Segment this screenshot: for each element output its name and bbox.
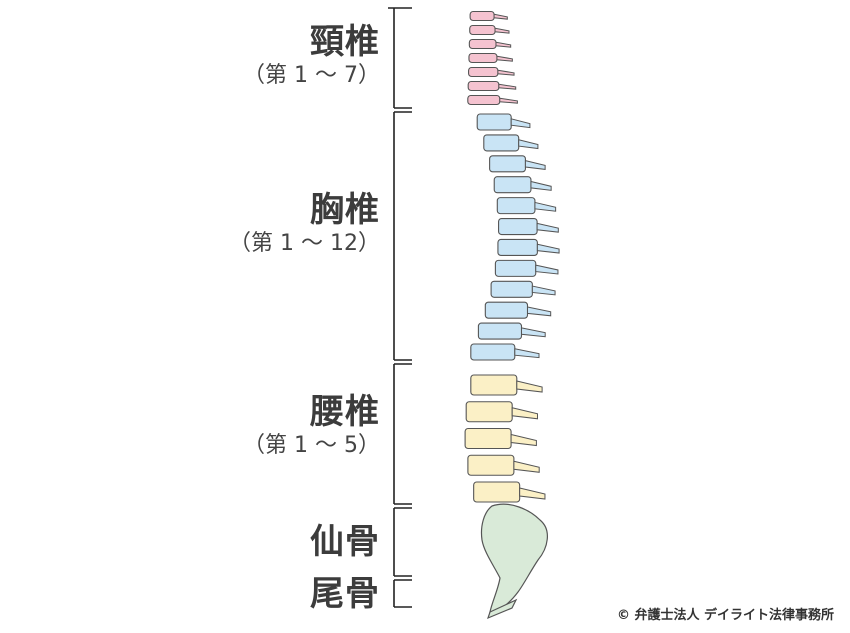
lumbar-vertebra-process-4 [513,460,540,473]
cervical-range: （第 1 〜 7） [243,63,380,88]
thoracic-name: 胸椎 [310,190,380,230]
coccyx-shape [487,598,518,620]
cervical-label: 頸椎 （第 1 〜 7） [243,22,380,90]
cervical-vertebra-process-5 [497,69,515,76]
thoracic-range: （第 1 〜 12） [229,231,380,256]
cervical-vertebra-6 [467,80,500,92]
bracket-thoracic [393,111,412,361]
lumbar-vertebra-1 [470,374,518,396]
thoracic-vertebra-9 [490,280,533,298]
cervical-vertebra-2 [469,24,496,36]
thoracic-vertebra-3 [489,155,526,173]
thoracic-vertebra-2 [483,134,520,152]
cervical-vertebra-7 [467,94,501,106]
cervical-vertebra-process-4 [496,55,513,62]
thoracic-vertebra-process-4 [530,180,552,191]
lumbar-vertebra-5 [473,481,521,503]
thoracic-vertebra-8 [494,259,537,277]
thoracic-vertebra-process-11 [520,327,546,338]
thoracic-vertebra-7 [497,238,538,257]
thoracic-vertebra-11 [477,322,523,340]
lumbar-range: （第 1 〜 5） [243,433,380,458]
lumbar-vertebra-process-3 [510,433,537,447]
bracket-coccyx [393,579,412,608]
lumbar-vertebra-process-2 [511,407,538,420]
bracket-cervical [388,7,412,109]
thoracic-vertebra-6 [498,217,538,236]
lumbar-vertebrae [464,374,546,503]
thoracic-vertebra-12 [470,343,516,361]
thoracic-vertebra-10 [484,301,529,319]
cervical-vertebra-3 [468,38,497,50]
cervical-vertebra-process-3 [495,41,512,48]
cervical-vertebra-process-7 [499,97,518,104]
thoracic-label: 胸椎 （第 1 〜 12） [229,190,380,258]
coccyx-label: 尾骨 [310,574,380,614]
thoracic-vertebrae [470,113,560,361]
sacrum-name: 仙骨 [310,522,380,562]
thoracic-vertebra-5 [496,197,536,215]
lumbar-label: 腰椎 （第 1 〜 5） [243,392,380,460]
sacrum-label: 仙骨 [310,522,380,562]
thoracic-vertebra-process-8 [535,264,559,275]
cervical-vertebra-4 [468,52,498,64]
bracket-lumbar [393,363,412,505]
lumbar-vertebra-2 [465,401,513,423]
lumbar-name: 腰椎 [310,392,380,432]
sacrum-shape [480,503,548,613]
cervical-vertebrae [467,10,518,106]
thoracic-vertebra-process-1 [510,118,531,129]
lumbar-vertebra-process-5 [519,487,546,500]
cervical-vertebra-1 [469,10,495,22]
thoracic-vertebra-process-9 [531,285,556,296]
copyright-credit: © 弁護士法人 デイライト法律事務所 [616,608,834,623]
thoracic-vertebra-process-3 [524,159,546,170]
thoracic-vertebra-1 [476,113,512,131]
cervical-vertebra-process-2 [494,27,510,34]
lumbar-vertebra-process-1 [516,380,543,393]
cervical-vertebra-process-6 [498,83,517,90]
cervical-vertebra-process-1 [493,13,508,20]
thoracic-vertebra-process-2 [518,139,539,150]
cervical-name: 頸椎 [310,22,380,62]
thoracic-vertebra-process-7 [536,243,560,254]
thoracic-vertebra-process-6 [536,222,559,233]
thoracic-vertebra-process-10 [526,306,552,317]
thoracic-vertebra-process-12 [514,348,540,359]
coccyx-name: 尾骨 [310,574,380,614]
thoracic-vertebra-4 [493,176,532,194]
lumbar-vertebra-4 [467,454,515,476]
cervical-vertebra-5 [468,66,499,78]
thoracic-vertebra-process-5 [534,201,557,212]
lumbar-vertebra-3 [464,427,512,450]
bracket-sacrum [393,507,412,577]
